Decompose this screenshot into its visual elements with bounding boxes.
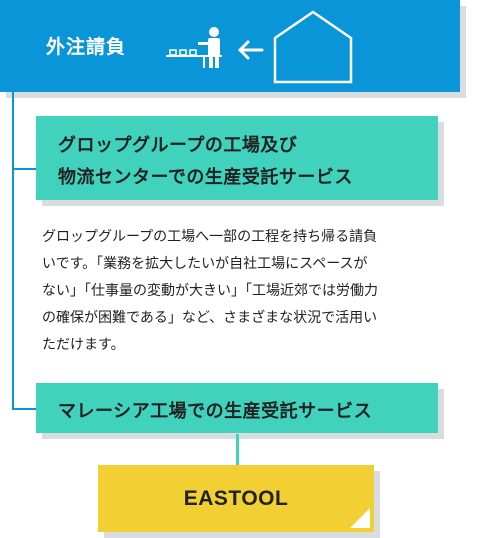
eastool-label: EASTOOL: [183, 487, 289, 510]
connector-branch-2: [12, 408, 38, 410]
box2-label: マレーシア工場での生産受託サービス: [58, 401, 373, 422]
description-line: いです。「業務を拡大したいが自社工場にスペースが: [42, 256, 368, 272]
worker-figure: [198, 27, 220, 68]
header-banner: 外注請負: [0, 0, 460, 92]
header-illustration: [166, 10, 353, 84]
box1-line2: 物流センターでの生産受託サービス: [58, 167, 353, 188]
eastool-link-button[interactable]: EASTOOL: [98, 465, 374, 532]
connector-branch-1: [12, 168, 38, 170]
description-line: ただけます。: [42, 337, 125, 353]
description-line: の確保が困難である」など、さまざまな状況で活用い: [42, 310, 378, 326]
connector-vertical: [12, 92, 14, 410]
service-box-malaysia: マレーシア工場での生産受託サービス: [36, 383, 438, 433]
corner-triangle-icon: [350, 508, 370, 528]
factory-icon: [273, 10, 353, 84]
header-title: 外注請負: [46, 36, 127, 58]
connector-eastool: [236, 434, 239, 466]
service-box-group-factory: グロップグループの工場及び 物流センターでの生産受託サービス: [36, 116, 438, 200]
description-line: ない」「仕事量の変動が大きい」「工場近郊では労働力: [42, 283, 378, 299]
description-line: グロップグループの工場へ一部の工程を持ち帰る請負: [42, 229, 378, 245]
box1-line1: グロップグループの工場及び: [58, 135, 298, 156]
service-description: グロップグループの工場へ一部の工程を持ち帰る請負 いです。「業務を拡大したいが自…: [42, 224, 438, 359]
arrow-left-icon: [238, 40, 264, 60]
